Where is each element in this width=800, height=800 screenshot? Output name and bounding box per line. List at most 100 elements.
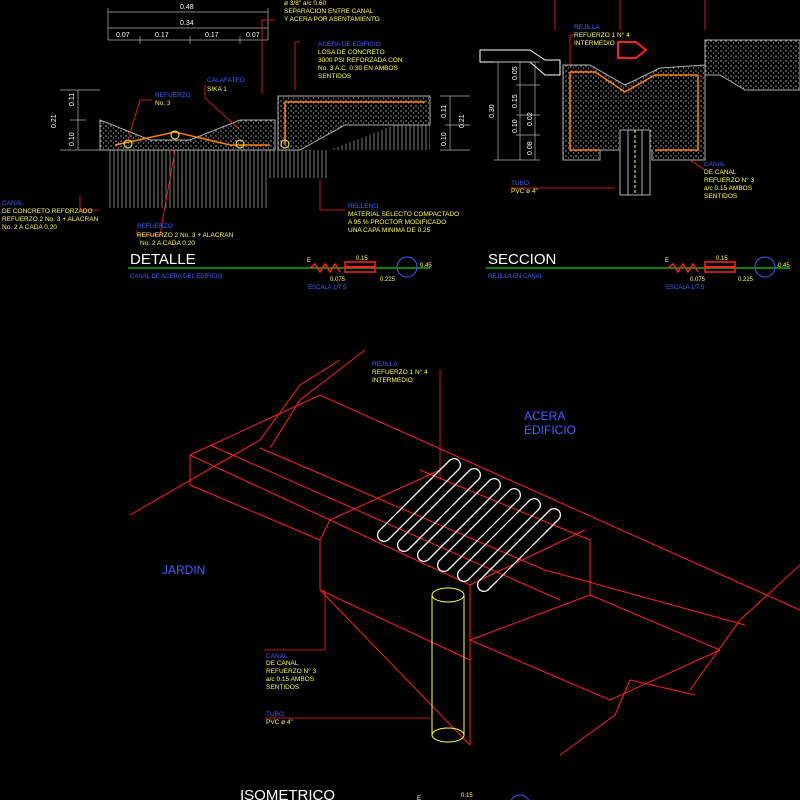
- scale-v1-3: 0.15: [461, 793, 473, 799]
- scale-v2: 0.075: [330, 277, 346, 283]
- dim-011-left: 0.11: [69, 93, 76, 106]
- sec-canal1: DE CANAL: [704, 169, 737, 176]
- detalle-title: DETALLE: [130, 251, 196, 268]
- dim-008: 0.08: [527, 141, 534, 155]
- fill-hatch: [330, 125, 430, 150]
- note-canal1: DE CONCRETO REFORZADO: [2, 208, 93, 215]
- dim-007a: 0.07: [116, 32, 130, 39]
- note-ref2-1: REFUERZO 2 No. 3 + ALACRAN: [137, 232, 234, 239]
- seccion-channel: [562, 64, 706, 161]
- detalle-view: 0.48 0.34 0.07 0.17 0.17 0.07 0.21 0.11 …: [2, 0, 470, 291]
- sidewalk-slab: [277, 95, 431, 151]
- dim-015: 0.15: [512, 94, 519, 108]
- soil-hatch: [108, 150, 268, 208]
- label-acera: ACERA: [524, 409, 565, 423]
- scale-e: E: [307, 258, 311, 264]
- note-sika: SIKA 1: [207, 86, 227, 93]
- scale-bar-iso: E 0.15: [417, 793, 530, 800]
- note-losa1: LOSA DE CONCRETO: [318, 49, 385, 56]
- iso-canal2: REFUERZO N° 3: [266, 667, 317, 675]
- note-relleno1: MATERIAL SELECTO COMPACTADO: [348, 211, 459, 218]
- dim-010-left: 0.10: [69, 132, 76, 146]
- dim-002: 0.02: [527, 112, 534, 126]
- isometrico-view: [129, 349, 800, 756]
- iso-canal3: a/c 0.15 AMBOS: [266, 676, 315, 683]
- note-losa-title: ACERA DE EDIFICIO: [318, 41, 381, 48]
- iso-canal1: DE CANAL: [266, 660, 299, 667]
- note-canal2: REFUERZO 2 No. 3 + ALACRAN: [2, 216, 99, 223]
- scale-v3-2: 0.225: [738, 277, 754, 283]
- dim-005: 0.05: [512, 66, 519, 80]
- label-edificio: EDIFICIO: [524, 423, 576, 437]
- note-refuerzo-title: REFUERZO: [155, 92, 191, 99]
- iso-tubo1: PVC ø 4": [266, 719, 294, 726]
- detalle-escala: ESCALA 1/7.5: [308, 285, 347, 291]
- scale-bar-seccion: E 0.15 0.075 0.225 0.45 ESCALA 1/7.5: [660, 256, 790, 291]
- iso-tubo-title: TUBO: [266, 711, 284, 718]
- iso-rejilla2: INTERMEDIO: [372, 377, 413, 384]
- scale-e-3: E: [417, 796, 421, 800]
- note-top1: ø 3/8" a/c 0.60: [284, 0, 326, 7]
- scale-v2-2: 0.075: [690, 277, 706, 283]
- note-losa4: SENTIDOS: [318, 73, 352, 80]
- scale-v1: 0.15: [356, 256, 368, 262]
- sec-rejilla-title: REJILLA: [574, 24, 600, 31]
- dim-007b: 0.07: [246, 32, 260, 39]
- note-canal-title: CANAL: [2, 200, 24, 207]
- sec-canal2: REFUERZO N° 3: [704, 176, 755, 184]
- isometrico-title: ISOMETRICO: [240, 787, 335, 800]
- seccion-view: 0.30 0.05 0.15 0.02 0.10 0.08 REJILLA RE…: [479, 0, 800, 291]
- sec-tubo1: PVC ø 4": [511, 188, 539, 195]
- dimension-lines: [60, 8, 470, 151]
- dim-030: 0.30: [489, 104, 496, 118]
- seccion-rebar-right: [655, 75, 699, 151]
- seccion-rebar: [570, 71, 698, 93]
- scale-v3: 0.225: [380, 277, 396, 283]
- sec-canal3: a/c 0.15 AMBOS: [704, 185, 753, 192]
- note-canal3: No. 2 A CADA 0.20: [2, 224, 57, 231]
- seccion-title: SECCION: [488, 251, 556, 268]
- dim-021-left: 0.21: [51, 114, 58, 128]
- rebar-circle: [235, 139, 245, 149]
- iso-rejilla-title: REJILLA: [372, 361, 398, 368]
- slab-rebar: [284, 101, 425, 145]
- seccion-slab: [704, 39, 800, 91]
- dim-010: 0.10: [512, 119, 519, 133]
- label-jardin: JARDIN: [162, 563, 205, 577]
- sec-tubo-title: TUBO: [511, 180, 529, 187]
- scale-v4-2: 0.45: [778, 263, 790, 269]
- sec-rejilla2: INTERMEDIO: [574, 40, 615, 47]
- dim-010-right: 0.10: [441, 132, 448, 146]
- scale-bar-detalle: E 0.15 0.075 0.225 0.45 ESCALA 1/7.5: [300, 256, 432, 291]
- note-relleno-title: RELLENO: [348, 203, 378, 210]
- note-relleno2: A 95 % PROCTOR MODIFICADO: [348, 219, 446, 226]
- rebar-circle: [170, 130, 180, 140]
- note-relleno3: UNA CAPA MINIMA DE 0.25: [348, 227, 431, 234]
- seccion-escala: ESCALA 1/7.5: [666, 285, 705, 291]
- rejilla-marker: [617, 41, 648, 59]
- note-calafateo: CALAFATEO: [207, 77, 245, 84]
- sec-rejilla1: REFUERZO 1 N° 4: [574, 31, 630, 39]
- note-ref2-title: REFUERZO: [137, 223, 173, 230]
- seccion-rebar-left: [569, 72, 600, 151]
- iso-canal4: SENTIDOS: [266, 684, 300, 691]
- note-losa3: No. 3 A.C. 0.30 EN AMBOS: [318, 65, 399, 72]
- scale-v4: 0.45: [420, 263, 432, 269]
- dim-017b: 0.17: [205, 32, 219, 39]
- note-ref2-2: No. 2 A CADA 0.20: [140, 240, 195, 247]
- note-refuerzo-no: No. 3: [155, 100, 171, 107]
- iso-canal-title: CANAL: [266, 653, 288, 660]
- note-losa2: 3000 PSI REFORZADA CON: [318, 57, 403, 64]
- note-top2: SEPARACION ENTRE CANAL: [284, 8, 374, 15]
- iso-rejilla1: REFUERZO 1 N° 4: [372, 368, 428, 376]
- dim-034: 0.34: [180, 20, 194, 27]
- dim-017a: 0.17: [155, 32, 169, 39]
- dim-011-right: 0.11: [441, 105, 448, 118]
- note-top3: Y ACERA POR ASENTAMIENTO: [284, 16, 380, 23]
- seccion-dims: [494, 61, 540, 161]
- scale-e-2: E: [665, 258, 669, 264]
- leaders: [79, 19, 345, 236]
- detalle-subtitle: CANAL DE ACERA DEL EDIFICIO: [130, 274, 223, 280]
- soil-hatch-right: [268, 150, 328, 178]
